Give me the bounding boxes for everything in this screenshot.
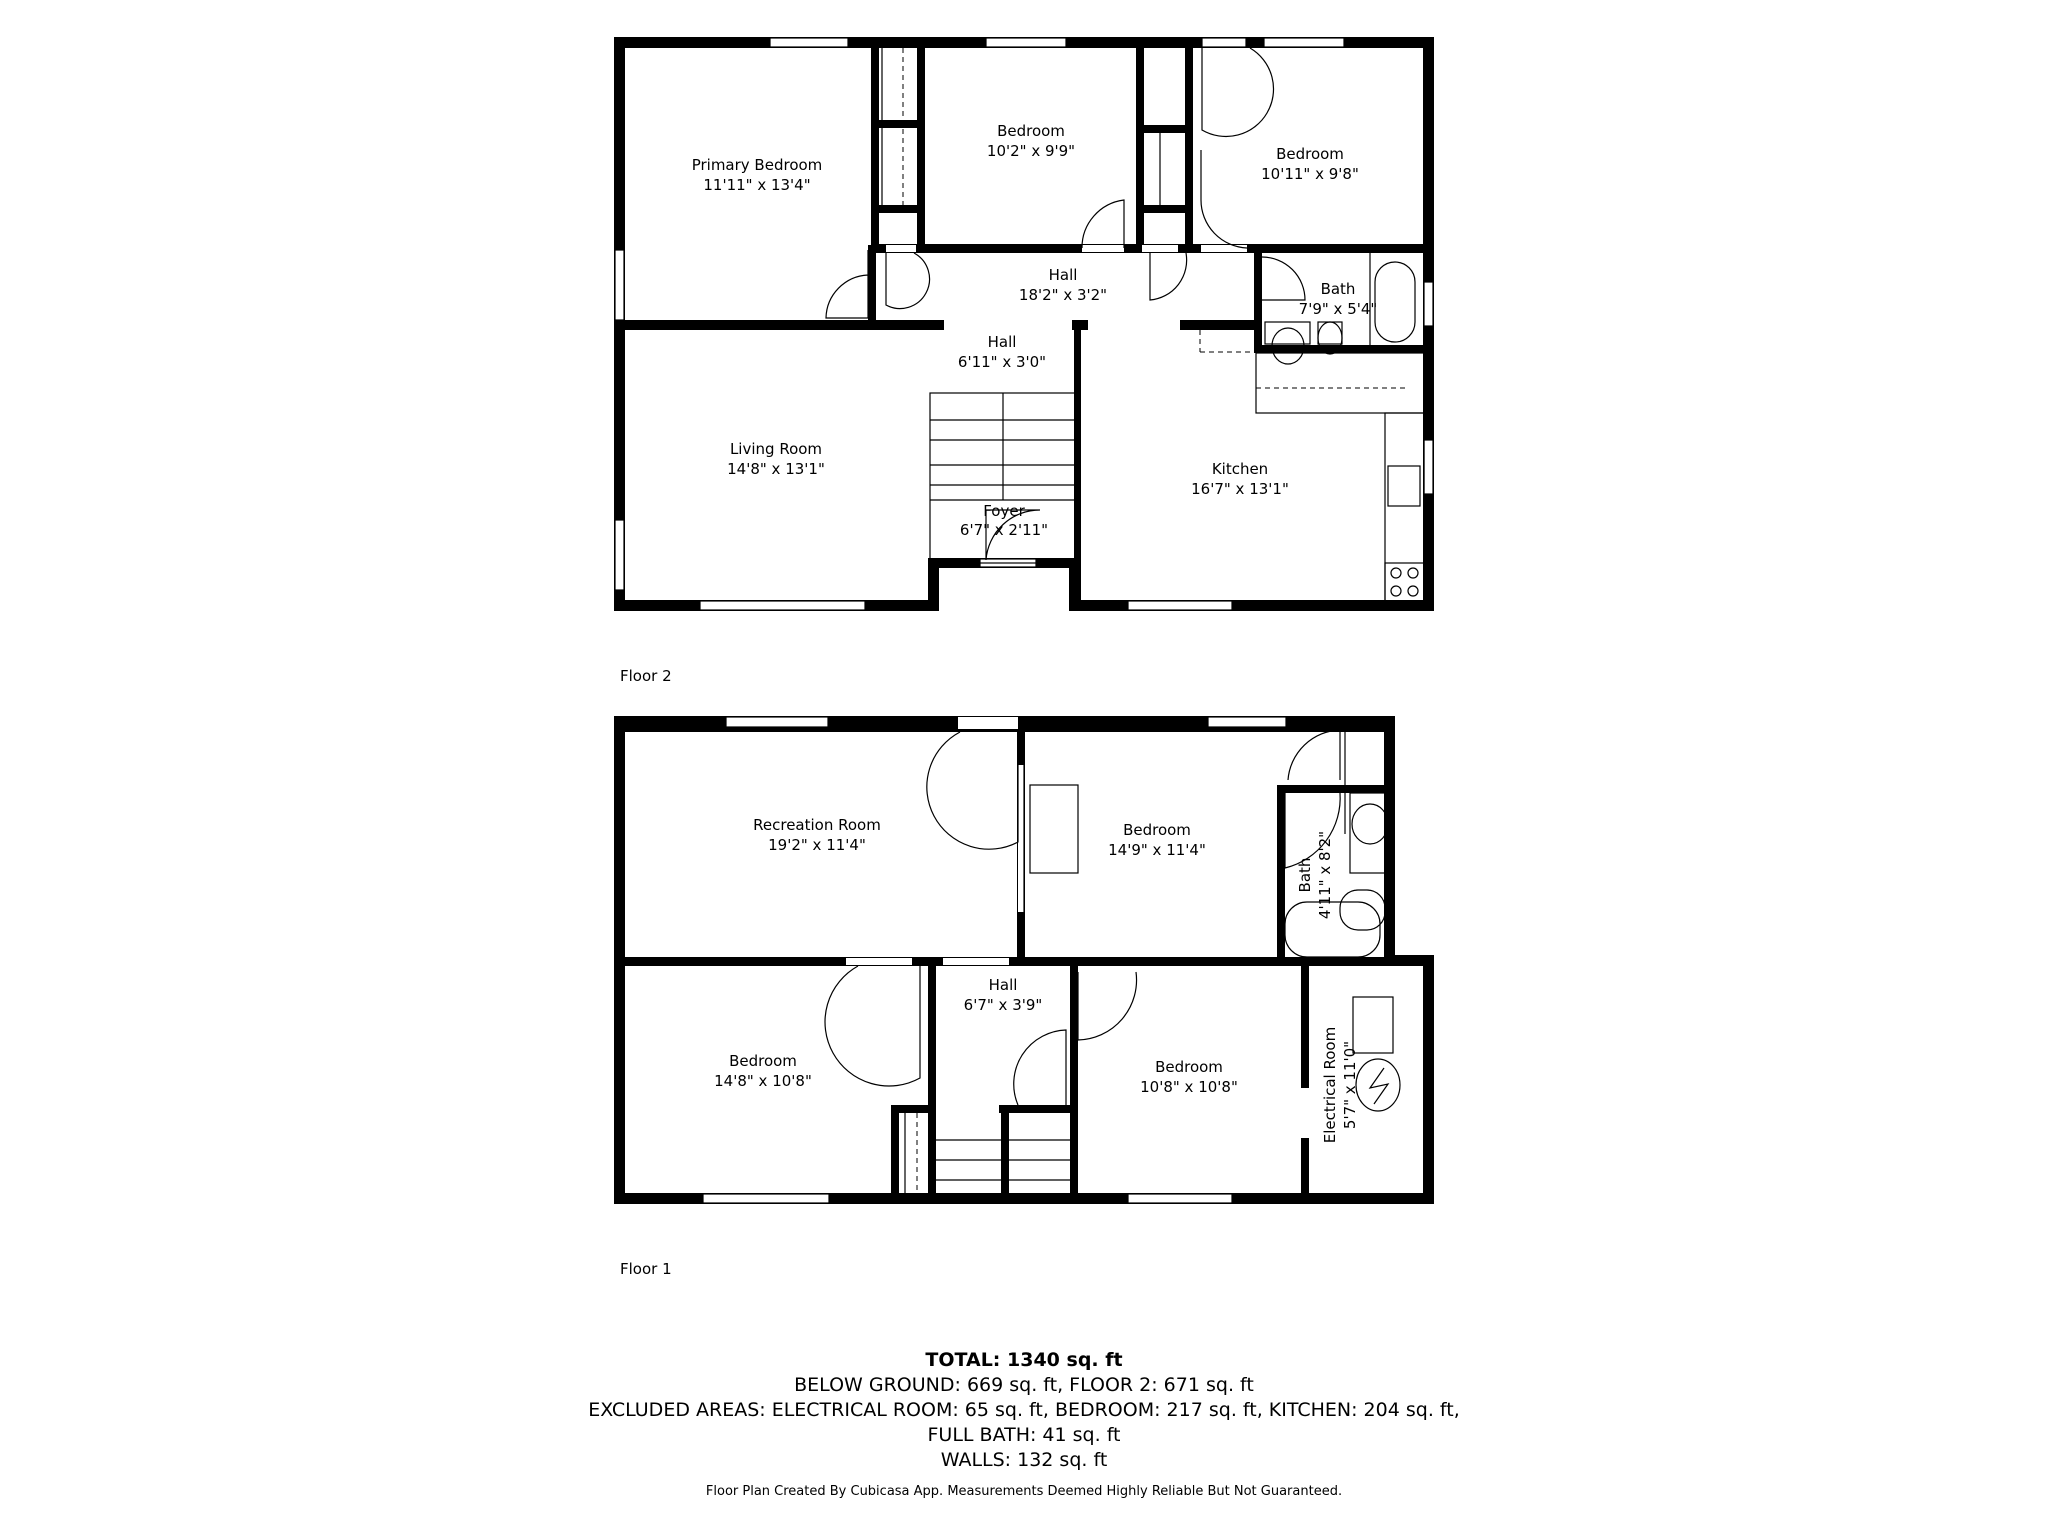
room-dims-bedroom-2: 10'2" x 9'9"	[987, 142, 1075, 160]
room-dims-bedroom-3: 10'11" x 9'8"	[1261, 165, 1359, 183]
room-name-bath-upper: Bath	[1321, 280, 1356, 298]
room-name-bath-lower: Bath	[1296, 858, 1314, 893]
room-name-bedroom-3: Bedroom	[1276, 145, 1344, 163]
room-name-living-room: Living Room	[730, 440, 822, 458]
room-dims-bedroom-rear: 14'9" x 11'4"	[1108, 841, 1206, 859]
floor-2-room-labels: Primary Bedroom 11'11" x 13'4" Bedroom 1…	[692, 122, 1378, 539]
room-name-bedroom-front-right: Bedroom	[1155, 1058, 1223, 1076]
room-dims-hall-upper: 18'2" x 3'2"	[1019, 286, 1107, 304]
room-dims-foyer: 6'7" x 2'11"	[960, 521, 1048, 539]
room-name-bedroom-2: Bedroom	[997, 122, 1065, 140]
room-name-recreation-room: Recreation Room	[753, 816, 881, 834]
electrical-room-label-group: Electrical Room 5'7" x 11'0"	[1321, 1027, 1359, 1143]
floor-2-label: Floor 2	[620, 667, 672, 685]
room-name-hall-upper: Hall	[1049, 266, 1078, 284]
room-name-bedroom-rear: Bedroom	[1123, 821, 1191, 839]
room-dims-bedroom-front-left: 14'8" x 10'8"	[714, 1072, 812, 1090]
room-dims-living-room: 14'8" x 13'1"	[727, 460, 825, 478]
room-dims-bath-upper: 7'9" x 5'4"	[1299, 300, 1378, 318]
floor-1-label: Floor 1	[620, 1260, 672, 1278]
room-dims-hall-lower: 6'11" x 3'0"	[958, 353, 1046, 371]
room-name-primary-bedroom: Primary Bedroom	[692, 156, 823, 174]
summary-excluded-areas: EXCLUDED AREAS: ELECTRICAL ROOM: 65 sq. …	[588, 1399, 1460, 1421]
room-dims-primary-bedroom: 11'11" x 13'4"	[703, 176, 810, 194]
floor-2-plan	[614, 37, 1434, 611]
floor-1-plan	[614, 716, 1434, 1204]
bath-lower-label-group: Bath 4'11" x 8'2"	[1296, 831, 1334, 919]
room-name-kitchen: Kitchen	[1212, 460, 1268, 478]
summary-full-bath: FULL BATH: 41 sq. ft	[927, 1424, 1121, 1446]
summary-walls: WALLS: 132 sq. ft	[940, 1449, 1108, 1471]
room-dims-recreation-room: 19'2" x 11'4"	[768, 836, 866, 854]
room-name-hall-lower: Hall	[988, 333, 1017, 351]
room-dims-hall-floor1: 6'7" x 3'9"	[964, 996, 1043, 1014]
room-name-bedroom-front-left: Bedroom	[729, 1052, 797, 1070]
summary-below-ground: BELOW GROUND: 669 sq. ft, FLOOR 2: 671 s…	[794, 1374, 1254, 1396]
floor-1-room-labels: Recreation Room 19'2" x 11'4" Bedroom 14…	[714, 816, 1359, 1143]
credit-footer: Floor Plan Created By Cubicasa App. Meas…	[705, 1484, 1343, 1499]
room-name-electrical-room: Electrical Room	[1321, 1027, 1339, 1143]
room-dims-bedroom-front-right: 10'8" x 10'8"	[1140, 1078, 1238, 1096]
room-name-hall-floor1: Hall	[989, 976, 1018, 994]
room-name-foyer: Foyer	[983, 502, 1025, 520]
room-dims-bath-lower: 4'11" x 8'2"	[1316, 831, 1334, 919]
area-summary: TOTAL: 1340 sq. ft BELOW GROUND: 669 sq.…	[0, 1348, 2048, 1473]
summary-total: TOTAL: 1340 sq. ft	[925, 1349, 1123, 1371]
room-dims-electrical-room: 5'7" x 11'0"	[1341, 1041, 1359, 1129]
room-dims-kitchen: 16'7" x 13'1"	[1191, 480, 1289, 498]
